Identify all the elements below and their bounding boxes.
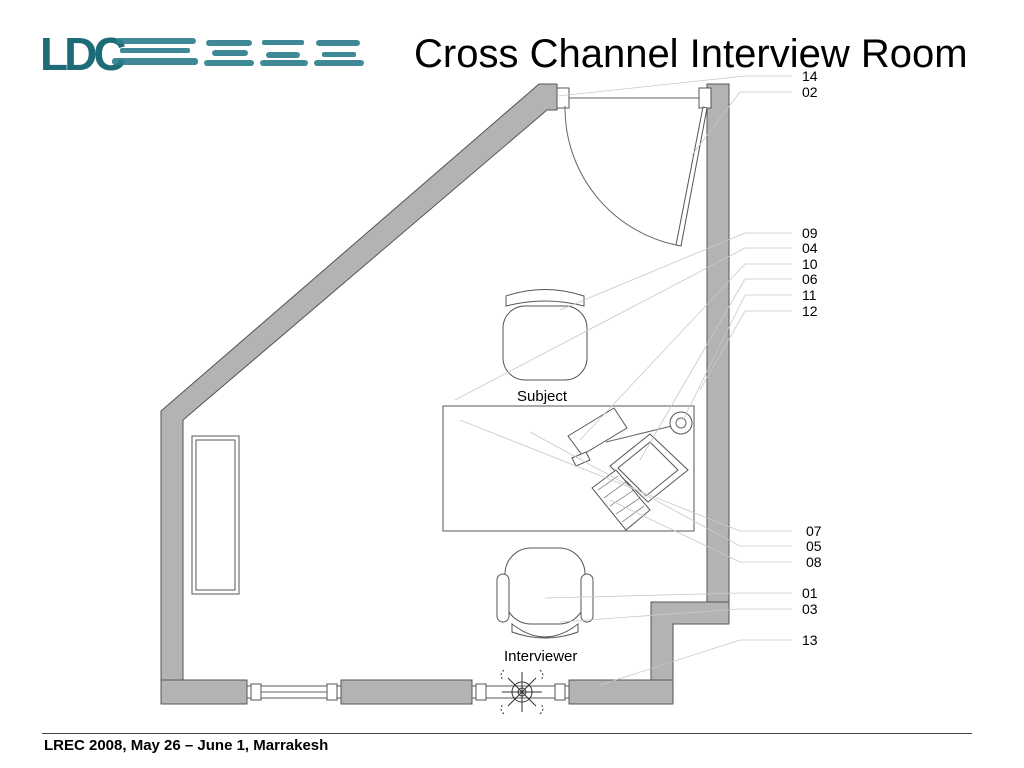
interviewer-chair (496, 547, 594, 639)
plant-icon (500, 669, 544, 715)
callout-14: 14 (802, 68, 818, 84)
interviewer-chair-seat (504, 547, 586, 625)
desk (442, 405, 695, 532)
callout-12: 12 (802, 303, 818, 319)
door-jamb-right (698, 87, 712, 109)
door-jamb-left (556, 87, 570, 109)
wall-bottom-right (568, 679, 674, 705)
footer-text: LREC 2008, May 26 – June 1, Marrakesh (44, 737, 329, 754)
door-leaf (675, 106, 708, 247)
subject-chair-back (505, 289, 585, 307)
monitor-left (567, 407, 628, 456)
callout-numbers: 14 02 09 04 10 06 11 12 07 05 08 01 03 1… (802, 68, 822, 648)
callout-07: 07 (806, 523, 822, 539)
callout-10: 10 (802, 256, 818, 272)
keyboard-icon (591, 469, 651, 531)
wall-bottom-middle (340, 679, 473, 705)
subject-label: Subject (517, 388, 568, 405)
door (564, 105, 708, 247)
slide-title: Cross Channel Interview Room (414, 32, 968, 76)
interviewer-chair-arm-left (496, 573, 510, 623)
wall-right (706, 83, 730, 625)
room-walls (160, 83, 730, 705)
callout-02: 02 (802, 84, 818, 100)
subject-chair-seat (502, 305, 588, 381)
callout-08: 08 (806, 554, 822, 570)
callout-09: 09 (802, 225, 818, 241)
door-swing-arc (564, 105, 677, 246)
callout-13: 13 (802, 632, 818, 648)
mouse-icon (571, 451, 591, 467)
desk-lamp-icon (669, 411, 693, 435)
callout-01: 01 (802, 585, 818, 601)
monitor-right-screen (617, 441, 679, 497)
callout-03: 03 (802, 601, 818, 617)
callout-05: 05 (806, 538, 822, 554)
callout-04: 04 (802, 240, 818, 256)
interviewer-label: Interviewer (504, 648, 577, 665)
side-shelf (191, 435, 240, 595)
interviewer-chair-back (511, 622, 579, 639)
callout-06: 06 (802, 271, 818, 287)
wall-bottom-left (160, 679, 248, 705)
callout-11: 11 (802, 287, 817, 303)
ldc-logo: LDC (40, 28, 364, 80)
subject-chair (502, 289, 588, 381)
ldc-logo-letters: LDC (40, 28, 125, 80)
leader-lines (454, 75, 792, 686)
interviewer-chair-arm-right (580, 573, 594, 623)
footer-divider (42, 733, 972, 734)
